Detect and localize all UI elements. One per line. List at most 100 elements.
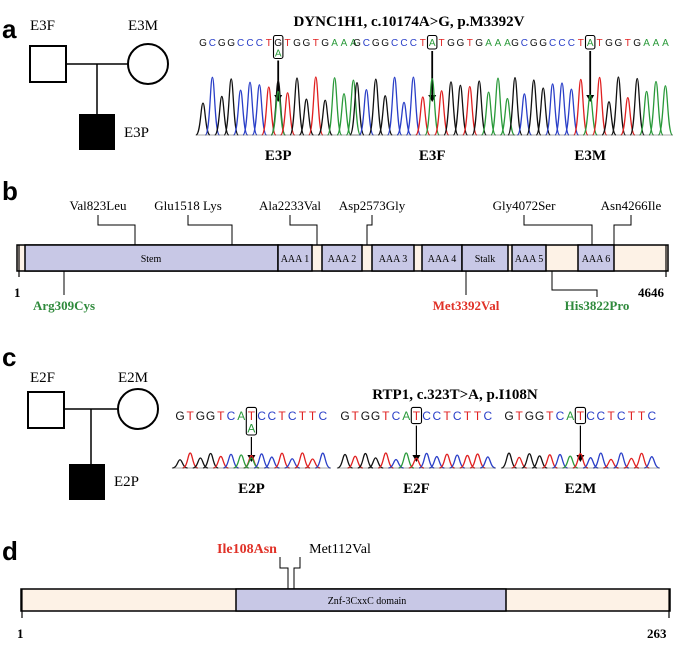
panel_a-trace-0-base: C <box>246 38 253 49</box>
domain-aaa6-label: AAA 6 <box>582 254 611 265</box>
panel_c-trace-0-base: T <box>217 409 225 423</box>
panel_c-trace-2-base: C <box>596 409 605 423</box>
protein-b: Stem AAA 1 AAA 2 AAA 3 AAA 4 Stalk AAA 5… <box>14 198 669 313</box>
panel_a-trace-2-variant-top: A <box>587 38 594 49</box>
panel_c-trace-2-base: C <box>617 409 626 423</box>
panel_a-trace-0-base: C <box>209 38 216 49</box>
panel_a-trace-1-base: C <box>400 38 407 49</box>
panel_c-trace-0-base: T <box>299 409 307 423</box>
panel_c-trace-2-base: G <box>525 409 534 423</box>
panel_c-trace-2-base: C <box>586 409 595 423</box>
protein-d-end: 263 <box>647 626 667 641</box>
panel_a-trace-2-base: T <box>597 38 603 49</box>
variant-val823leu: Val823Leu <box>69 198 127 213</box>
panel_c-trace-0-variant-box <box>245 406 258 436</box>
panel-a-title: DYNC1H1, c.10174A>G, p.M3392V <box>293 14 524 30</box>
panel_c-trace-0-base: T <box>278 409 286 423</box>
panel_a-trace-2-base: T <box>578 38 584 49</box>
panel_c-trace-0-base: A <box>237 409 245 423</box>
panel_c-trace-2-label: E2M <box>565 481 597 497</box>
domain-aaa6 <box>577 244 615 272</box>
panel-d-letter: d <box>2 536 18 566</box>
panel_c-trace-2-base: T <box>516 409 524 423</box>
domain-aaa4 <box>421 244 463 272</box>
panel_c-trace-1-base: G <box>371 409 380 423</box>
panel_a-trace-1-base: T <box>467 38 473 49</box>
domain-znf-3cxxc-label: Znf-3CxxC domain <box>328 596 407 607</box>
panel_a-trace-0-variant-top: G <box>274 38 282 49</box>
panel_a-trace-0-base: C <box>237 38 244 49</box>
panel_a-trace-1-label: E3F <box>419 148 446 164</box>
domain-aaa4-label: AAA 4 <box>428 254 457 265</box>
domain-znf-3cxxc <box>235 588 507 612</box>
panel_c-trace-1-label: E2F <box>403 481 430 497</box>
variant-gly4072ser: Gly4072Ser <box>493 198 557 213</box>
pedigree-c-proband-label: E2P <box>114 474 139 490</box>
domain-aaa3 <box>371 244 415 272</box>
panel_a-trace-2-base: G <box>615 38 623 49</box>
pedigree-a-proband-square <box>79 114 115 150</box>
panel_a-trace-0-base: A <box>341 38 348 49</box>
pedigree-a-father-label: E3F <box>30 18 55 34</box>
panel_c-trace-0-base: C <box>227 409 236 423</box>
panel_c-trace-1-base: C <box>483 409 492 423</box>
panel_c-trace-2-variant-box <box>574 406 587 425</box>
panel_c-trace-2-base: G <box>504 409 513 423</box>
protein-d-start: 1 <box>17 626 24 641</box>
variant-asn4266ile: Asn4266Ile <box>601 198 662 213</box>
panel_c-trace-1-base: C <box>432 409 441 423</box>
protein-d: Znf-3CxxC domain Ile108Asn Met112Val 1 2… <box>17 542 671 641</box>
panel_a-trace-1-base: T <box>420 38 426 49</box>
panel_c-trace-0-base: C <box>257 409 266 423</box>
panel_a-trace-2-base: G <box>530 38 538 49</box>
panel_c-trace-2-variant-top: T <box>577 409 585 423</box>
panel_a-trace-0-variant-bottom: A <box>275 49 282 60</box>
panel_c-trace-1-base: C <box>422 409 431 423</box>
variant-met3392val: Met3392Val <box>433 298 500 313</box>
panel_a-trace-0-base: G <box>293 38 301 49</box>
panel_c-trace-1-base: A <box>402 409 410 423</box>
panel_a-trace-2-label: E3M <box>574 148 606 164</box>
protein-b-start: 1 <box>14 285 21 300</box>
panel_a-trace-2-base: A <box>653 38 660 49</box>
domain-stem <box>24 244 279 272</box>
panel_c-trace-1-base: G <box>361 409 370 423</box>
panel_c-trace-0-base: C <box>288 409 297 423</box>
panel_c-trace-2-base: C <box>556 409 565 423</box>
panel_c-trace-1-base: T <box>464 409 472 423</box>
panel_c-trace-0-base: G <box>196 409 205 423</box>
panel_a-trace-2-base: C <box>549 38 556 49</box>
panel_c-trace-1-variant-box <box>410 406 423 425</box>
variant-asp2573gly: Asp2573Gly <box>339 198 406 213</box>
panel_c-trace-2-base: T <box>638 409 646 423</box>
domain-aaa5-label: AAA 5 <box>515 254 544 265</box>
pedigree-a-mother-label: E3M <box>128 18 158 34</box>
panel_c-trace-0-base: C <box>318 409 327 423</box>
domain-aaa2 <box>321 244 363 272</box>
pedigree-a-proband-label: E3P <box>124 125 149 141</box>
panel_c-trace-2-base: C <box>647 409 656 423</box>
panel_a-trace-1-base: G <box>381 38 389 49</box>
pedigree-a-mother-circle <box>127 43 169 85</box>
domain-aaa2-label: AAA 2 <box>328 254 357 265</box>
panel_a-trace-1-base: G <box>475 38 483 49</box>
panel_a-trace-1-base: C <box>410 38 417 49</box>
pedigree-c-father-label: E2F <box>30 370 55 386</box>
pedigree-c: E2F E2M E2P <box>27 370 159 500</box>
panel_a-trace-2-base: T <box>625 38 631 49</box>
panel_a-trace-1-base: G <box>372 38 380 49</box>
panel_a-trace-0-base: G <box>199 38 207 49</box>
variant-met112val: Met112Val <box>309 542 371 557</box>
panel_a-trace-0-variant-box <box>272 34 284 60</box>
panel_c-trace-0-variant-top: T <box>248 409 256 423</box>
panel_c-trace-0-variant-bottom: A <box>247 422 255 436</box>
panel_c-trace-0-base: T <box>309 409 317 423</box>
panel_c-trace-1-base: G <box>340 409 349 423</box>
panel_a-trace-1-base: A <box>485 38 492 49</box>
